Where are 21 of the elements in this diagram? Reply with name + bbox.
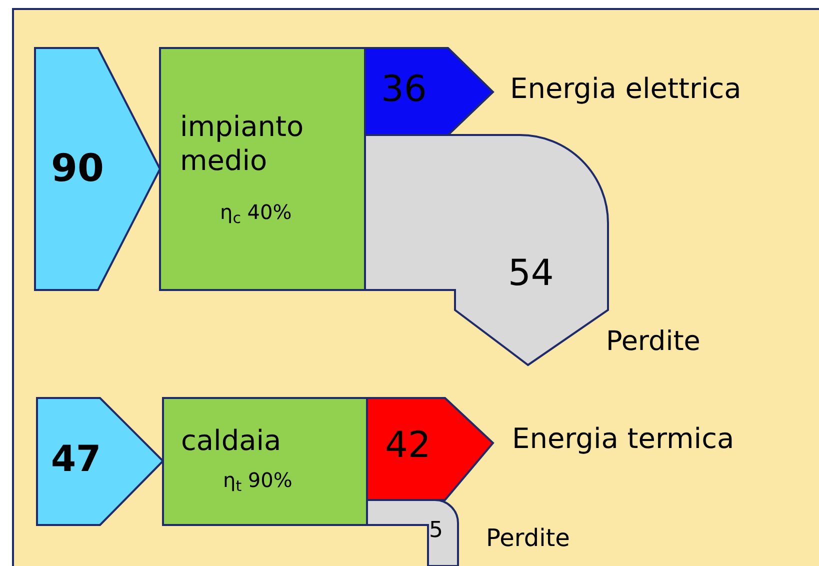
- output-band: [367, 398, 493, 500]
- input-band: [37, 398, 163, 525]
- loss-band: [365, 135, 608, 365]
- value-text: caldaia: [181, 424, 282, 458]
- value-text: 47: [51, 438, 102, 482]
- value-text: 5: [429, 518, 443, 544]
- flow-label: Perdite: [606, 326, 700, 358]
- process-box: [163, 398, 367, 525]
- value-text: 54: [508, 252, 554, 296]
- input-band: [35, 48, 160, 290]
- value-text: 90: [51, 146, 104, 192]
- flow-label: Perdite: [486, 524, 570, 553]
- efficiency-text: η$_{c}$ 40%: [220, 200, 292, 224]
- flow-label: Energia termica: [512, 422, 734, 456]
- process-box: [160, 48, 365, 290]
- value-text: 36: [381, 68, 427, 112]
- efficiency-text: η$_{t}$ 90%: [223, 468, 292, 492]
- value-text: 42: [385, 424, 431, 468]
- flow-label: Energia elettrica: [510, 72, 742, 106]
- loss-band: [367, 500, 458, 566]
- value-text: impianto medio: [180, 110, 305, 178]
